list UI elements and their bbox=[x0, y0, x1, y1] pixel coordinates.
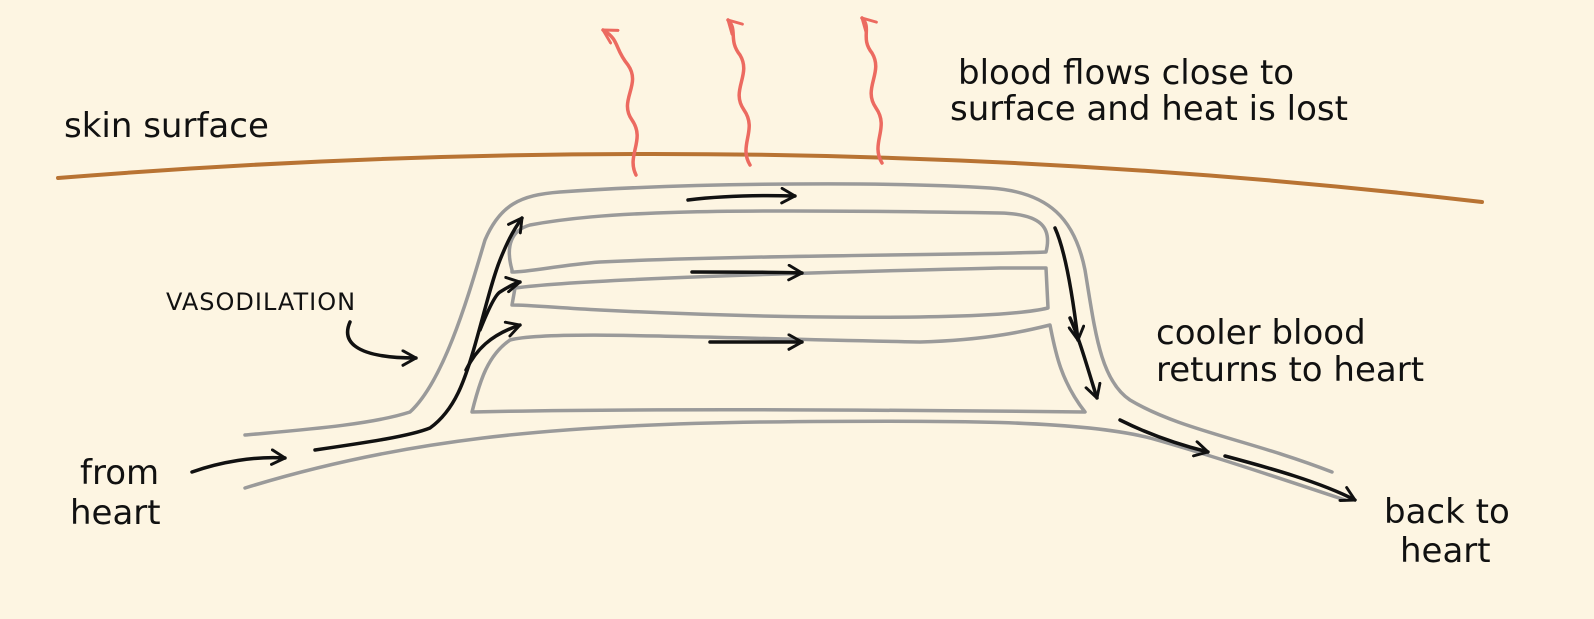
flow-arrow-branch-bottom bbox=[464, 320, 522, 372]
back-to-heart-label-line1: back to bbox=[1384, 492, 1510, 532]
capillary-loop-bottom bbox=[470, 323, 1087, 414]
cooler-blood-label-line1: cooler blood bbox=[1156, 313, 1366, 353]
heat-loss-label-line1: blood flows close to bbox=[958, 53, 1294, 93]
flow-arrow-out-2 bbox=[1223, 454, 1357, 502]
vessel-outer-bottom-wall bbox=[243, 419, 1347, 502]
skin-surface-line bbox=[56, 151, 1484, 204]
skin-surface-label: skin surface bbox=[64, 106, 269, 146]
heat-wave-3 bbox=[860, 16, 884, 165]
flow-arrow-from-heart bbox=[190, 448, 287, 474]
flow-arrow-branch-middle bbox=[478, 275, 522, 332]
flow-arrow-out-1 bbox=[1118, 418, 1210, 458]
capillary-loop-middle bbox=[510, 266, 1050, 319]
flow-arrow-return-right-upper bbox=[1053, 226, 1086, 342]
from-heart-label-line2: heart bbox=[70, 493, 161, 533]
flow-arrow-return-right-lower bbox=[1068, 316, 1102, 400]
vasodilation-label: VASODILATION bbox=[166, 288, 356, 316]
heat-wave-2 bbox=[726, 18, 752, 167]
vasodilation-pointer-arrow bbox=[345, 320, 418, 367]
flow-arrow-middle-capillary bbox=[690, 263, 804, 282]
from-heart-label-line1: from bbox=[80, 453, 159, 493]
vessel-outer-top-wall bbox=[243, 182, 1334, 474]
flow-arrow-top-capillary bbox=[686, 186, 797, 205]
flow-arrow-into-vessel bbox=[313, 216, 524, 452]
back-to-heart-label-line2: heart bbox=[1400, 531, 1491, 571]
heat-loss-label-line2: surface and heat is lost bbox=[950, 89, 1348, 129]
cooler-blood-label-line2: returns to heart bbox=[1156, 350, 1424, 390]
heat-wave-1 bbox=[601, 28, 639, 177]
capillary-loop-top bbox=[507, 209, 1050, 274]
